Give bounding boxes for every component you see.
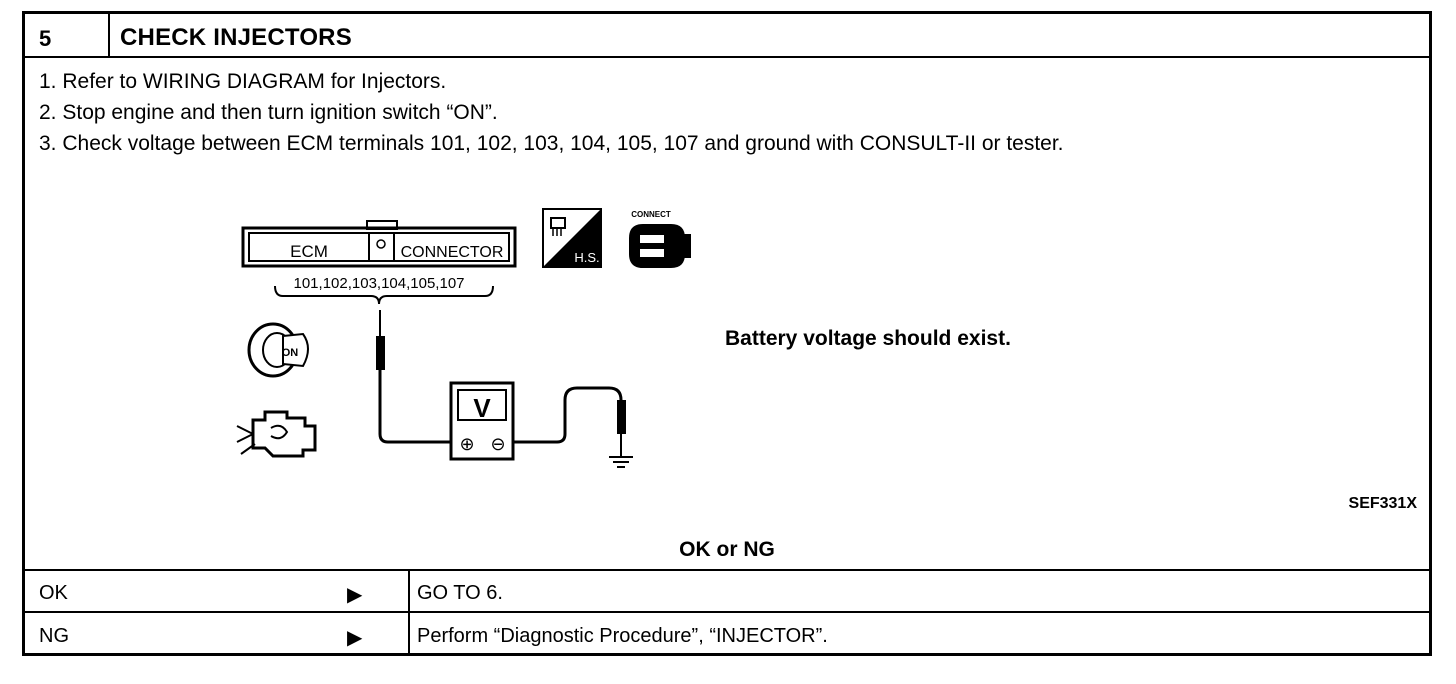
instruction-1: 1. Refer to WIRING DIAGRAM for Injectors… — [39, 70, 447, 93]
minus-terminal: ⊖ — [490, 434, 505, 455]
ecm-label: ECM — [290, 242, 328, 261]
ground-symbol — [609, 456, 633, 468]
outcome-divider-top — [25, 569, 1429, 571]
negative-probe — [617, 400, 626, 434]
step-title: CHECK INJECTORS — [120, 24, 352, 51]
diagnostic-step-table: 5 CHECK INJECTORS 1. Refer to WIRING DIA… — [22, 11, 1432, 656]
connect-label: CONNECT — [631, 210, 671, 219]
outcome-ok-condition: OK — [39, 582, 68, 604]
outcome-column-divider — [408, 569, 410, 656]
negative-lead — [513, 386, 623, 444]
outcome-divider-middle — [25, 611, 1429, 613]
ignition-on-label: ON — [282, 347, 299, 359]
step-number: 5 — [39, 26, 52, 51]
meter-v-label: V — [473, 393, 491, 423]
connect-icon: CONNECT — [629, 210, 691, 268]
positive-probe — [376, 336, 385, 370]
hs-label: H.S. — [574, 250, 599, 265]
expected-result: Battery voltage should exist. — [725, 327, 1011, 350]
terminal-brace — [274, 285, 494, 305]
figure-code: SEF331X — [1348, 495, 1417, 512]
connector-label: CONNECTOR — [401, 244, 504, 261]
header-column-divider — [108, 14, 110, 56]
outcome-ng-condition: NG — [39, 625, 69, 647]
positive-lead — [378, 370, 451, 444]
harness-side-icon: H.S. — [542, 208, 602, 268]
engine-icon — [236, 410, 317, 458]
header-divider — [25, 56, 1429, 58]
outcome-ok-arrow: ▶ — [347, 584, 363, 606]
ignition-key-icon: ON — [247, 322, 309, 378]
instruction-3: 3. Check voltage between ECM terminals 1… — [39, 132, 1064, 155]
plus-terminal: ⊕ — [459, 434, 474, 455]
voltage-check-diagram: ECM CONNECTOR 101,102,103,104,105,107 V … — [236, 208, 691, 468]
instruction-2: 2. Stop engine and then turn ignition sw… — [39, 101, 498, 124]
ecm-connector: ECM CONNECTOR — [241, 220, 517, 268]
voltmeter: V ⊕ ⊖ — [449, 381, 515, 461]
terminals-label: 101,102,103,104,105,107 — [294, 275, 465, 292]
outcome-ok-action: GO TO 6. — [417, 582, 503, 604]
outcome-ng-arrow: ▶ — [347, 627, 363, 649]
decision-heading: OK or NG — [679, 538, 775, 561]
outcome-ng-action: Perform “Diagnostic Procedure”, “INJECTO… — [417, 625, 828, 647]
